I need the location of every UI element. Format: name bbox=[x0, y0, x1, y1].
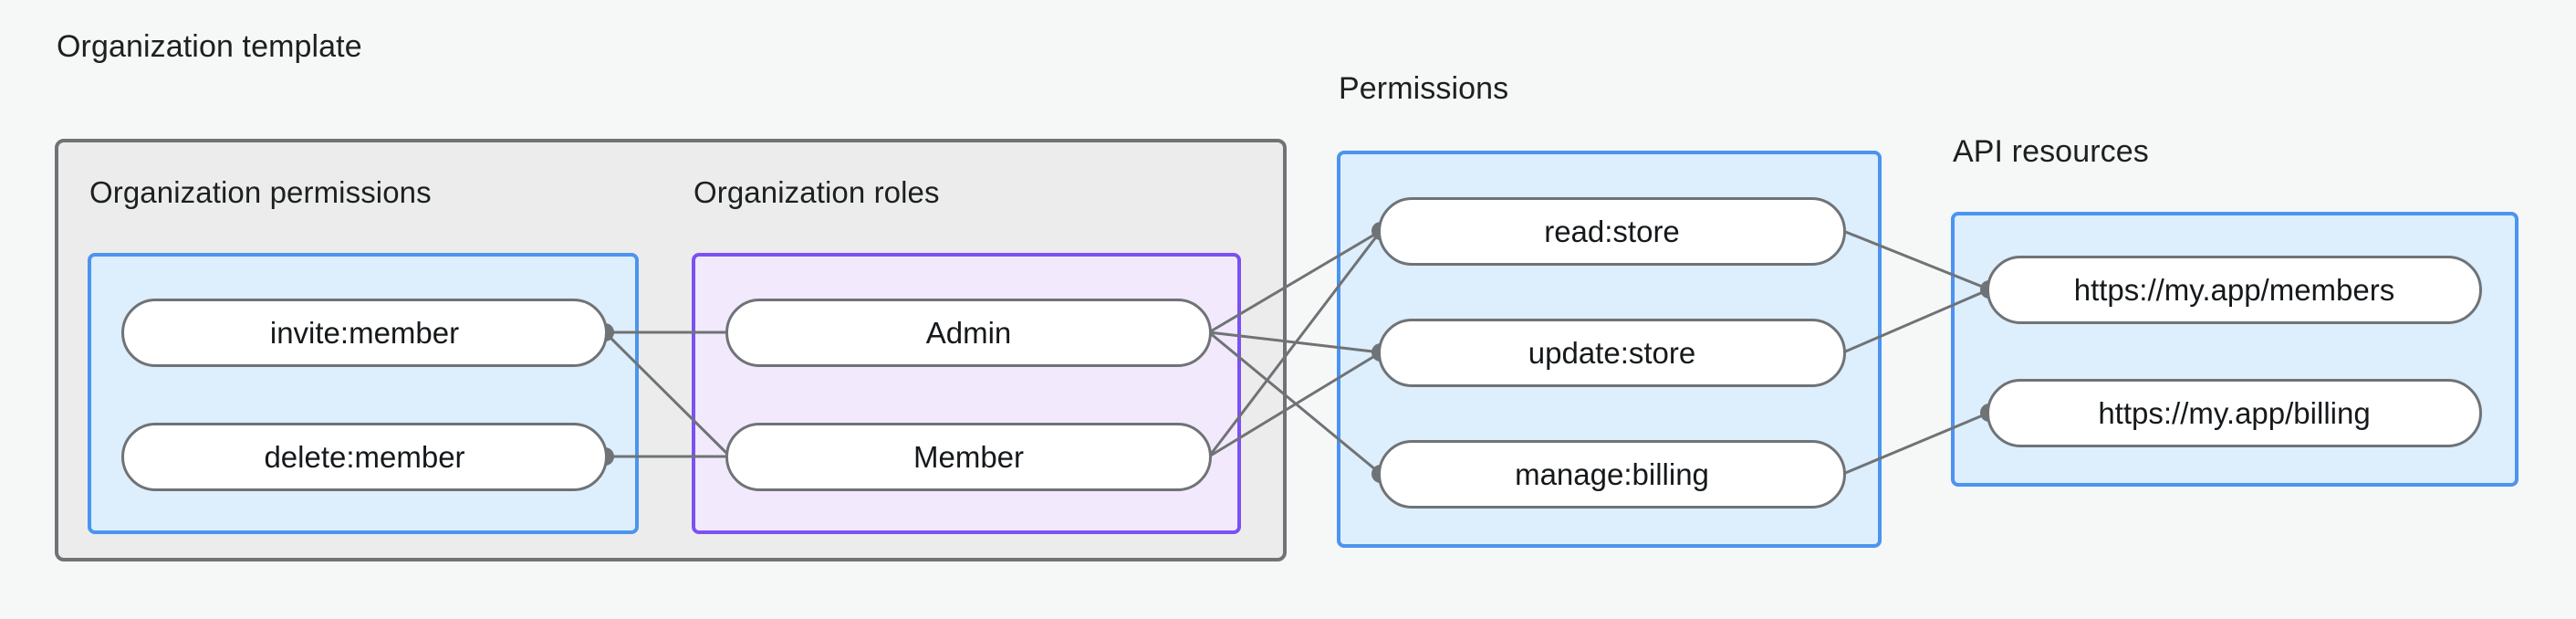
edge-member-update bbox=[1208, 351, 1382, 458]
edge-member-read bbox=[1207, 230, 1382, 457]
node-admin[interactable]: Admin bbox=[725, 299, 1212, 367]
node-invite-member[interactable]: invite:member bbox=[121, 299, 608, 367]
organization-roles-label: Organization roles bbox=[694, 175, 940, 209]
edge-invite-member bbox=[603, 330, 732, 458]
organization-template-label: Organization template bbox=[57, 29, 362, 64]
node-members-resource[interactable]: https://my.app/members bbox=[1987, 256, 2482, 324]
node-billing-resource[interactable]: https://my.app/billing bbox=[1987, 379, 2482, 447]
edge-billing-resource bbox=[1842, 411, 1990, 476]
edge-admin-read bbox=[1208, 229, 1382, 334]
permissions-label: Permissions bbox=[1339, 71, 1509, 106]
edge-read-members bbox=[1842, 229, 1990, 291]
organization-permissions-label: Organization permissions bbox=[89, 175, 432, 209]
edge-update-members bbox=[1842, 288, 1990, 354]
node-update-store[interactable]: update:store bbox=[1378, 319, 1846, 387]
node-read-store[interactable]: read:store bbox=[1378, 197, 1846, 266]
api-resources-label: API resources bbox=[1953, 134, 2149, 169]
node-manage-billing[interactable]: manage:billing bbox=[1378, 440, 1846, 509]
node-delete-member[interactable]: delete:member bbox=[121, 423, 608, 491]
node-member[interactable]: Member bbox=[725, 423, 1212, 491]
